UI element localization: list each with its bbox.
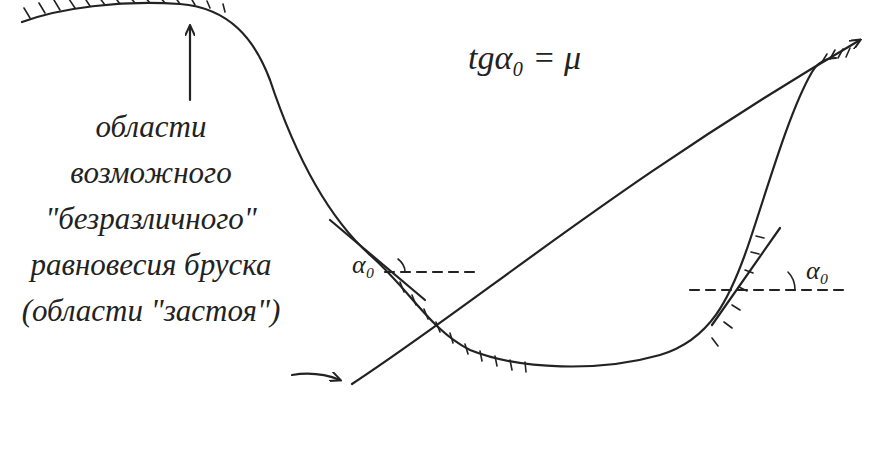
- pointer-arrow: [352, 40, 860, 384]
- angle-label: α₀: [352, 250, 375, 280]
- angle-label: α₀: [806, 256, 829, 286]
- angle-arc: [788, 272, 795, 290]
- tangent-line: [712, 228, 780, 325]
- hatching: [24, 0, 225, 18]
- angle-arc: [398, 259, 405, 272]
- note-text: области возможного "безразличного" равно…: [15, 104, 287, 334]
- formula-label: tgα₀ = μ: [468, 38, 581, 78]
- pointer-arrow: [189, 26, 191, 100]
- pointer-arrow: [292, 374, 340, 380]
- horizontal-dashed: [385, 271, 480, 273]
- tangent-line: [330, 220, 425, 300]
- horizontal-dashed: [690, 289, 845, 291]
